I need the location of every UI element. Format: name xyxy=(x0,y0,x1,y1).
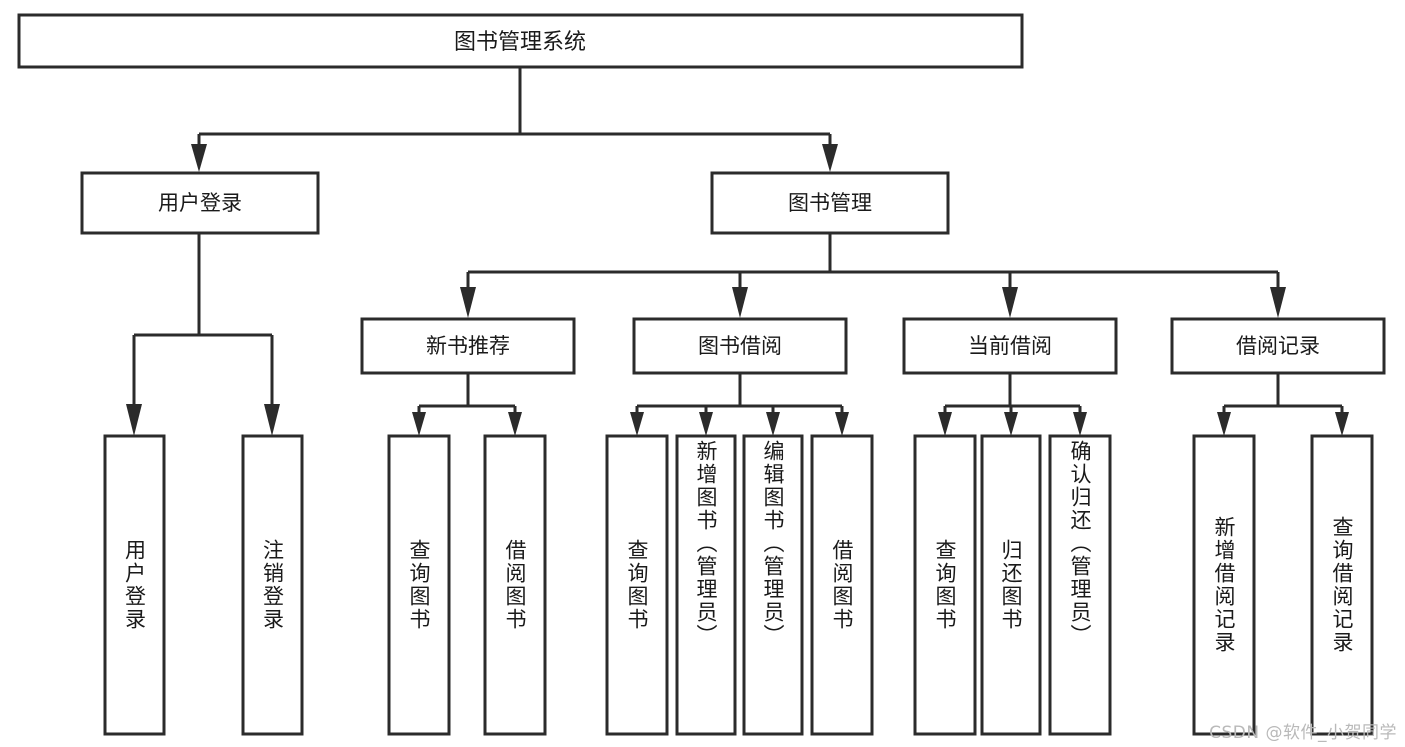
arrow-head-user-login xyxy=(191,144,207,172)
node-book-borrow[interactable]: 图书借阅 xyxy=(632,317,848,375)
node-root-box[interactable] xyxy=(17,13,1024,69)
leaf-box-query-book-2[interactable] xyxy=(605,434,669,736)
node-book-borrow-box[interactable] xyxy=(632,317,848,375)
node-current-borrow-box[interactable] xyxy=(902,317,1118,375)
arrow-head-book-borrow xyxy=(732,287,748,318)
arrow-head-leaf-edit-book xyxy=(766,412,780,436)
leaf-box-query-record[interactable] xyxy=(1310,434,1374,736)
connector-layer xyxy=(126,67,1349,436)
node-root[interactable]: 图书管理系统 xyxy=(17,13,1024,69)
leaf-box-edit-book[interactable] xyxy=(742,434,804,736)
leaf-box-query-book-1[interactable] xyxy=(387,434,451,736)
leaf-box-borrow-book-2[interactable] xyxy=(810,434,874,736)
leaf-box-add-record[interactable] xyxy=(1192,434,1256,736)
arrow-head-current-borrow xyxy=(1002,287,1018,318)
arrow-head-leaf-user-logout xyxy=(264,404,280,436)
node-borrow-record[interactable]: 借阅记录 xyxy=(1170,317,1386,375)
node-user-login[interactable]: 用户登录 xyxy=(80,171,320,235)
arrow-head-leaf-borrow-book-2 xyxy=(835,412,849,436)
node-user-login-label: 用户登录 xyxy=(158,191,242,215)
node-new-book-recommend-box[interactable] xyxy=(360,317,576,375)
leaf-box-confirm-return[interactable] xyxy=(1048,434,1112,736)
node-borrow-record-label: 借阅记录 xyxy=(1236,334,1320,358)
node-book-borrow-label: 图书借阅 xyxy=(698,334,782,358)
leaf-box-return-book[interactable] xyxy=(980,434,1042,736)
arrow-head-leaf-add-book xyxy=(699,412,713,436)
node-borrow-record-box[interactable] xyxy=(1170,317,1386,375)
arrow-head-book-manage xyxy=(822,144,838,172)
node-user-login-box[interactable] xyxy=(80,171,320,235)
arrow-head-leaf-query-book-3 xyxy=(938,412,952,436)
node-new-book-recommend-label: 新书推荐 xyxy=(426,334,510,358)
node-book-manage-box[interactable] xyxy=(710,171,950,235)
arrow-head-leaf-query-book-2 xyxy=(630,412,644,436)
node-new-book-recommend[interactable]: 新书推荐 xyxy=(360,317,576,375)
node-current-borrow-label: 当前借阅 xyxy=(968,334,1052,358)
node-current-borrow[interactable]: 当前借阅 xyxy=(902,317,1118,375)
leaf-box-query-book-3[interactable] xyxy=(913,434,977,736)
leaf-box-layer xyxy=(103,434,1374,736)
leaf-box-borrow-book-1[interactable] xyxy=(483,434,547,736)
arrow-head-leaf-user-login xyxy=(126,404,142,436)
arrow-head-leaf-add-record xyxy=(1217,412,1231,436)
leaf-box-user-login[interactable] xyxy=(103,434,166,736)
arrow-head-leaf-query-record xyxy=(1335,412,1349,436)
arrow-head-leaf-query-book-1 xyxy=(412,412,426,436)
arrow-head-new-book-recommend xyxy=(460,287,476,318)
csdn-watermark: CSDN @软件_小贺同学 xyxy=(1209,723,1397,743)
arrow-head-leaf-return-book xyxy=(1004,412,1018,436)
leaf-box-user-logout[interactable] xyxy=(241,434,304,736)
node-book-manage[interactable]: 图书管理 xyxy=(710,171,950,235)
arrow-head-leaf-confirm-return xyxy=(1073,412,1087,436)
node-book-manage-label: 图书管理 xyxy=(788,191,872,215)
node-root-label: 图书管理系统 xyxy=(454,30,586,55)
arrow-head-leaf-borrow-book-1 xyxy=(508,412,522,436)
arrow-head-borrow-record xyxy=(1270,287,1286,318)
leaf-box-add-book[interactable] xyxy=(675,434,737,736)
